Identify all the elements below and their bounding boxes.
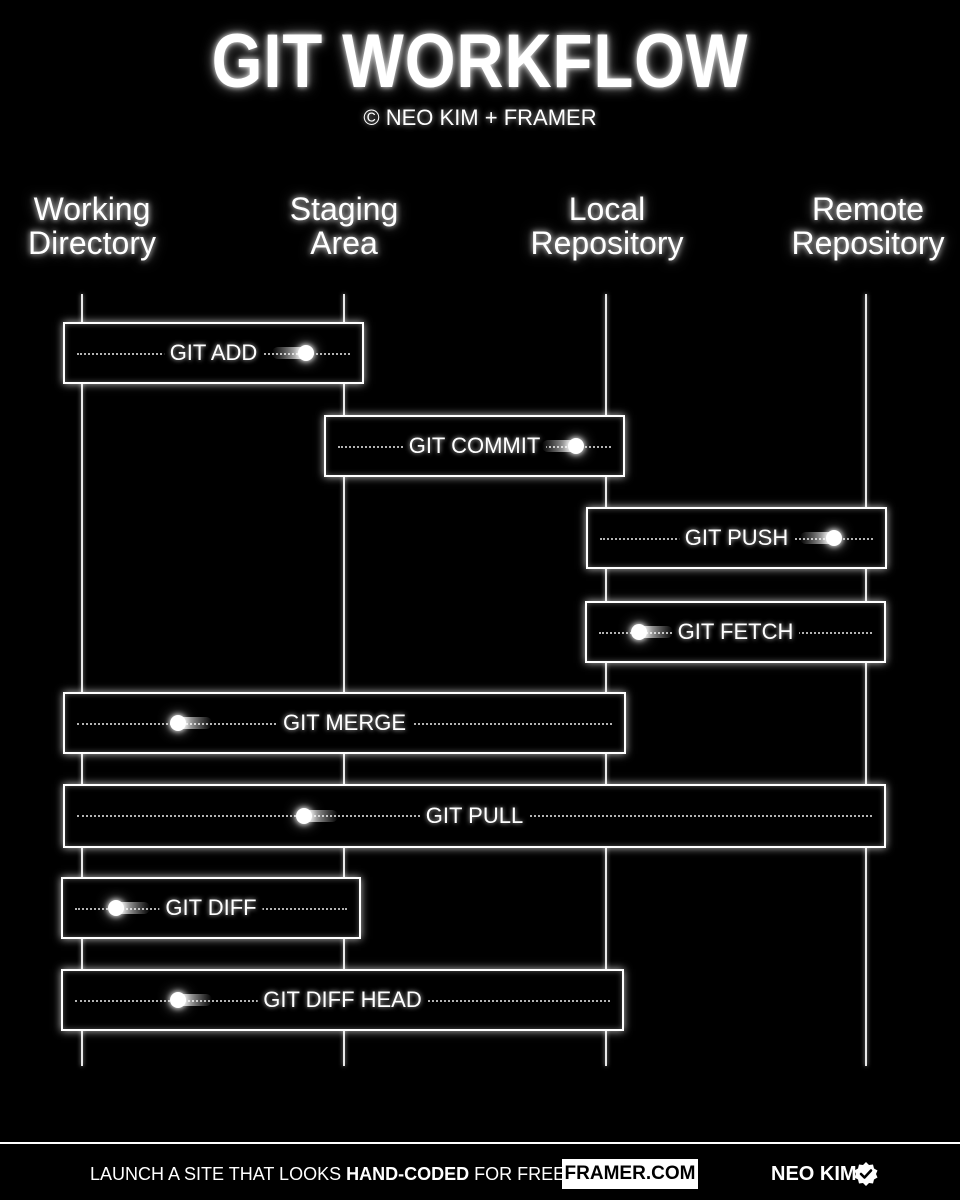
footer-cta-prefix: LAUNCH A SITE THAT LOOKS [90, 1164, 347, 1184]
flow-arrow-dot-icon [296, 808, 338, 824]
column-header-line: Repository [791, 225, 945, 261]
framer-link[interactable]: FRAMER.COM [562, 1159, 698, 1189]
lane-remote-repository [865, 294, 867, 1066]
lane-working-directory [81, 294, 83, 1066]
column-header-local-repository: Local Repository [487, 192, 727, 260]
lane-staging-area [343, 294, 345, 1066]
command-git-merge: GIT MERGE [63, 692, 626, 754]
column-header-line: Repository [530, 225, 684, 261]
column-header-staging-area: Staging Area [224, 192, 464, 260]
column-header-line: Local [568, 191, 646, 227]
command-label: GIT DIFF [159, 895, 263, 921]
footer-cta-bold: HAND-CODED [346, 1164, 470, 1184]
flow-arrow-dot-icon [170, 992, 212, 1008]
command-label: GIT PUSH [678, 525, 795, 551]
page-title: GIT WORKFLOW [211, 19, 749, 104]
column-header-line: Staging [289, 191, 399, 227]
command-git-push: GIT PUSH [586, 507, 887, 569]
column-header-line: Working [33, 191, 151, 227]
command-label: GIT MERGE [276, 710, 413, 736]
lane-local-repository [605, 294, 607, 1066]
command-label: GIT DIFF HEAD [257, 987, 428, 1013]
footer-divider [0, 1142, 960, 1144]
column-header-line: Directory [27, 225, 156, 261]
command-git-add: GIT ADD [63, 322, 364, 384]
flow-arrow-dot-icon [170, 715, 212, 731]
author-name: NEO KIM [771, 1163, 857, 1185]
column-header-line: Area [310, 225, 378, 261]
page-subtitle: © NEO KIM + FRAMER [363, 105, 597, 130]
command-label: GIT COMMIT [402, 433, 547, 459]
column-header-remote-repository: Remote Repository [748, 192, 960, 260]
command-git-diff-head: GIT DIFF HEAD [61, 969, 624, 1031]
flow-arrow-dot-icon [631, 624, 673, 640]
command-label: GIT ADD [163, 340, 264, 366]
footer-cta: LAUNCH A SITE THAT LOOKS HAND-CODED FOR … [90, 1162, 570, 1186]
command-git-diff: GIT DIFF [61, 877, 361, 939]
command-label: GIT PULL [419, 803, 530, 829]
flow-arrow-dot-icon [800, 530, 842, 546]
command-git-fetch: GIT FETCH [585, 601, 886, 663]
flow-arrow-dot-icon [542, 438, 584, 454]
command-git-pull: GIT PULL [63, 784, 886, 848]
column-header-working-directory: Working Directory [0, 192, 212, 260]
command-git-commit: GIT COMMIT [324, 415, 625, 477]
flow-arrow-dot-icon [272, 345, 314, 361]
command-label: GIT FETCH [671, 619, 800, 645]
flow-arrow-dot-icon [108, 900, 150, 916]
footer-cta-suffix: FOR FREE: [469, 1164, 571, 1184]
verified-badge-icon [854, 1162, 878, 1186]
column-header-line: Remote [811, 191, 925, 227]
